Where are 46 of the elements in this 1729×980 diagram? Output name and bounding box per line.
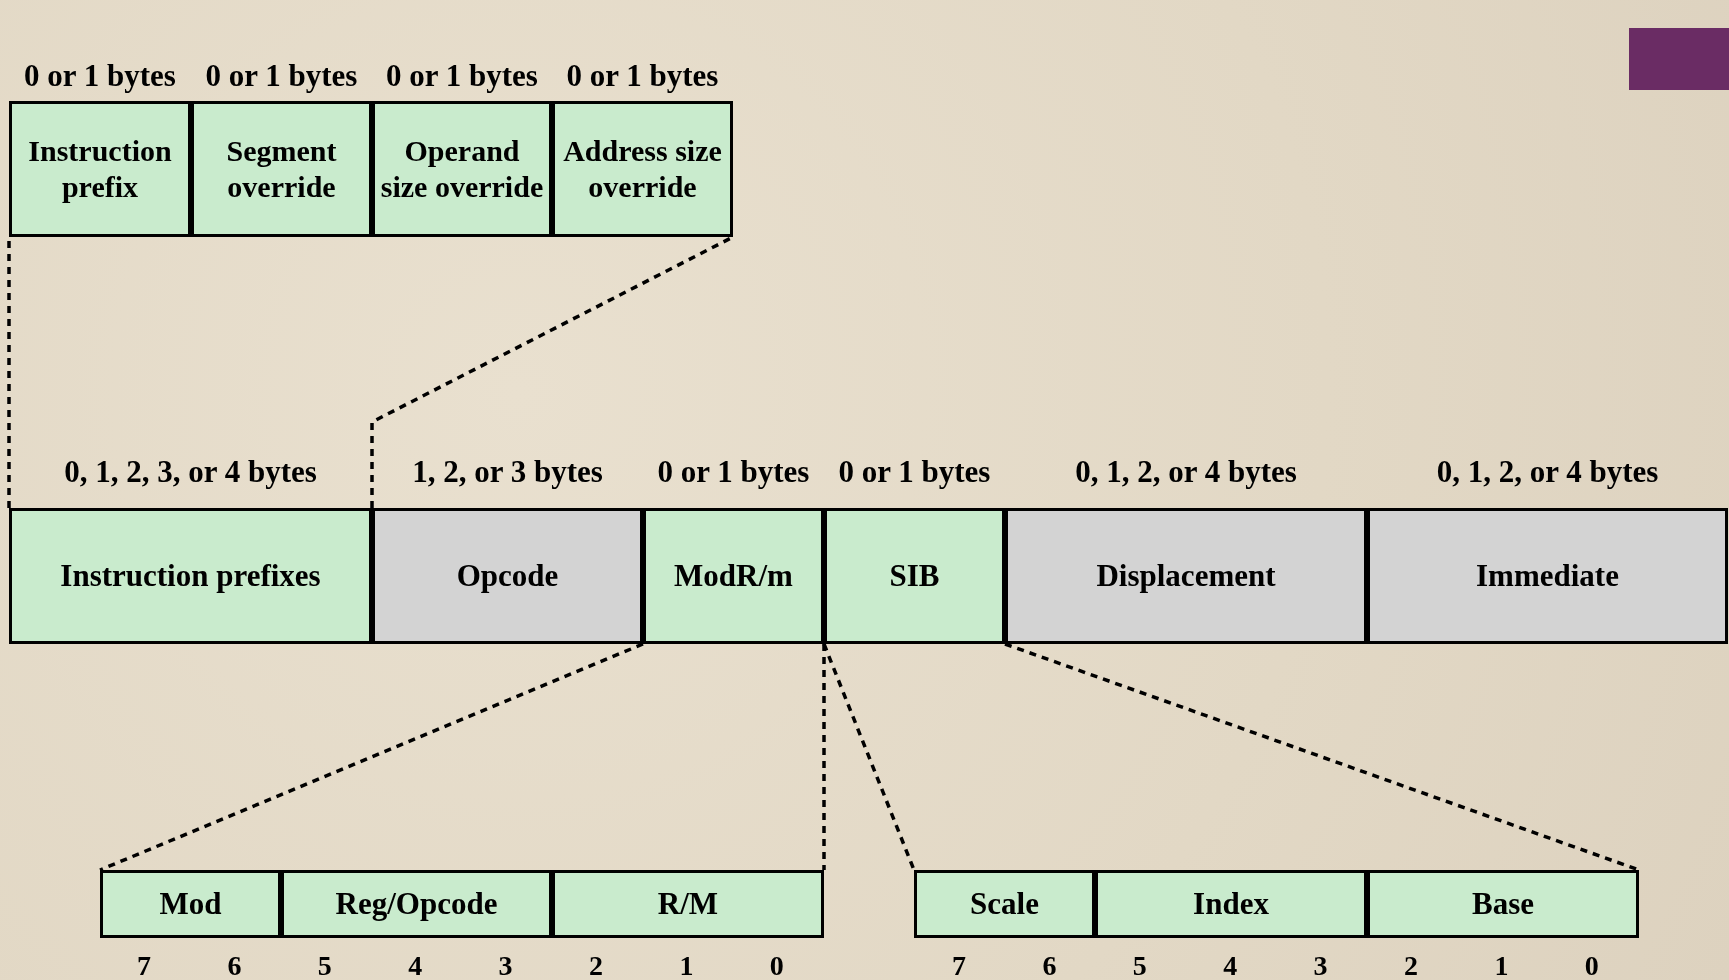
field-box: Mod [100,870,281,938]
leader-line [822,643,916,871]
byte-count-label: 0, 1, 2, or 4 bytes [1435,453,1660,492]
field-box: R/M [552,870,824,938]
bit-number: 5 [1131,952,1148,980]
field-box: Immediate [1367,508,1728,644]
field-box: Displacement [1005,508,1367,644]
field-box: ModR/m [643,508,824,644]
bit-number: 7 [136,952,152,980]
bit-number: 0 [1583,952,1600,980]
field-box: Instruction prefix [9,101,191,237]
bit-number: 1 [1493,952,1510,980]
field-box: Address size override [552,101,733,237]
field-box: Index [1095,870,1367,938]
field-box: Segment override [191,101,372,237]
bit-number: 2 [1403,952,1419,980]
bit-number: 3 [1312,952,1329,980]
bit-number: 6 [226,952,243,980]
byte-count-label: 0 or 1 bytes [837,453,992,492]
bit-number: 0 [768,952,785,980]
field-box: Operand size override [372,101,552,237]
field-box: Base [1367,870,1639,938]
bit-number: 4 [407,952,424,980]
bit-number: 6 [1041,952,1058,980]
leader-line [1004,642,1640,872]
bit-number: 1 [678,952,695,980]
byte-count-label: 0 or 1 bytes [656,453,811,492]
field-box: Opcode [372,508,643,644]
leader-line [822,644,826,870]
bit-number: 2 [588,952,604,980]
bit-number: 7 [951,952,967,980]
byte-count-label: 0 or 1 bytes [204,57,359,96]
byte-count-label: 0, 1, 2, or 4 bytes [1074,453,1298,492]
field-box: Instruction prefixes [9,508,372,644]
byte-count-label: 0, 1, 2, 3, or 4 bytes [63,453,318,492]
bit-number: 5 [316,952,333,980]
byte-count-label: 0 or 1 bytes [23,57,177,96]
byte-count-label: 1, 2, or 3 bytes [411,453,604,492]
field-box: SIB [824,508,1005,644]
bit-number: 4 [1222,952,1239,980]
byte-count-label: 0 or 1 bytes [385,57,539,96]
byte-count-label: 0 or 1 bytes [565,57,720,96]
field-box: Reg/Opcode [281,870,552,938]
bit-number: 3 [497,952,514,980]
leader-line [99,642,644,872]
field-box: Scale [914,870,1095,938]
